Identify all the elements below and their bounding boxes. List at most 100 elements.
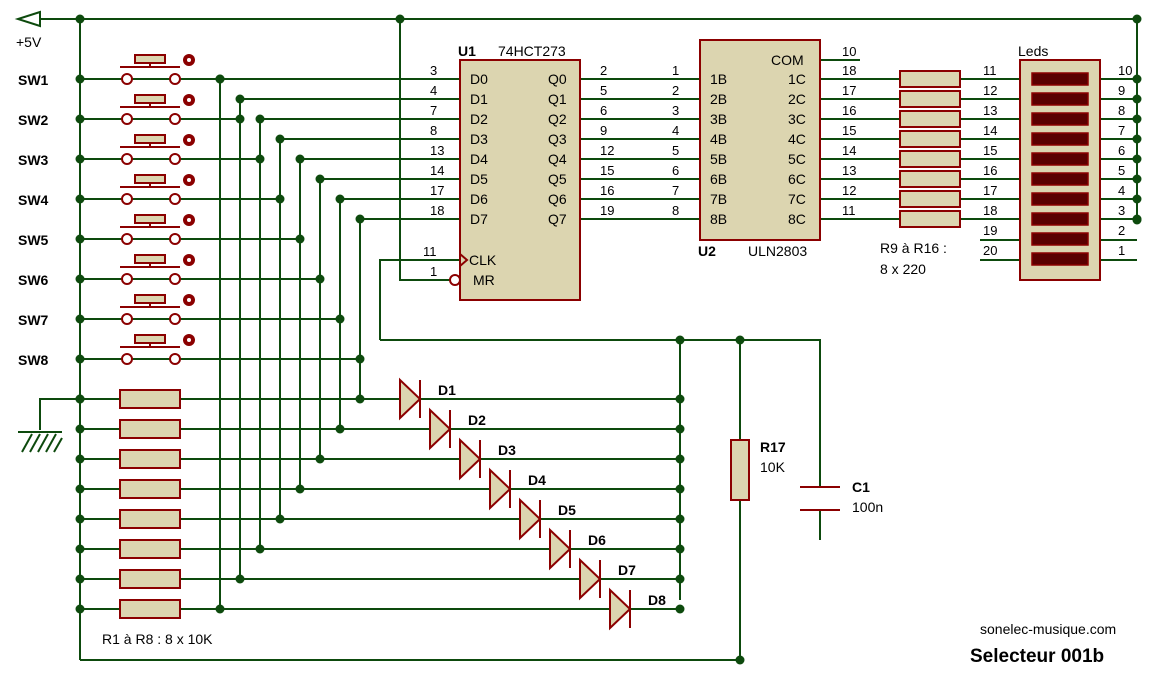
switch-button <box>134 294 166 304</box>
resistor-r1-r8 <box>119 599 181 619</box>
resistor-r9-r16 <box>899 130 961 148</box>
junction-dot <box>675 514 685 524</box>
junction-dot <box>675 394 685 404</box>
led-left-pin: 17 <box>983 183 997 198</box>
led-segment <box>1031 112 1089 126</box>
rnet1-label: R1 à R8 : 8 x 10K <box>102 631 213 647</box>
u1-q-pin: 6 <box>600 103 607 118</box>
junction-dot <box>735 655 745 665</box>
switch-label-5: SW5 <box>18 232 49 248</box>
junction-dot <box>1132 134 1142 144</box>
led-right-pin: 6 <box>1118 143 1125 158</box>
resistor-r1-r8 <box>119 449 181 469</box>
capacitor-c1 <box>800 486 840 511</box>
diode-body <box>549 527 572 571</box>
u1-clk-pin: 11 <box>423 244 437 259</box>
junction-dot <box>675 484 685 494</box>
u1-d-label: D7 <box>470 211 488 227</box>
led-left-pin: 18 <box>983 203 997 218</box>
switch-contact <box>121 153 133 165</box>
ground-symbol <box>18 431 63 453</box>
junction-dots <box>75 14 1142 665</box>
junction-dot <box>215 74 225 84</box>
u2-b-pin: 5 <box>672 143 679 158</box>
u2-part: ULN2803 <box>748 243 807 259</box>
ic-u2 <box>699 39 821 241</box>
diode-label-1: D1 <box>438 382 456 398</box>
led-left-pin: 20 <box>983 243 997 258</box>
junction-dot <box>675 574 685 584</box>
switch-contact <box>169 353 181 365</box>
junction-dot <box>75 454 85 464</box>
resistor-r1-r8 <box>119 509 181 529</box>
switch-lever <box>120 343 180 348</box>
u2-c-label: 3C <box>788 111 806 127</box>
switch-label-6: SW6 <box>18 272 49 288</box>
led-right-pin: 1 <box>1118 243 1125 258</box>
junction-dot <box>1132 14 1142 24</box>
u2-b-label: 5B <box>710 151 727 167</box>
resistor-r9-r16 <box>899 110 961 128</box>
u2-com-pin: 10 <box>842 44 856 59</box>
diode-body <box>579 557 602 601</box>
u1-d-label: D0 <box>470 71 488 87</box>
led-right-pin: 10 <box>1118 63 1132 78</box>
junction-dot <box>675 335 685 345</box>
resistor-r1-r8 <box>119 479 181 499</box>
u2-c-pin: 12 <box>842 183 856 198</box>
u1-part: 74HCT273 <box>498 43 566 59</box>
led-segment <box>1031 232 1089 246</box>
switch-button <box>134 54 166 64</box>
diode-label-2: D2 <box>468 412 486 428</box>
rnet2-label-1: R9 à R16 : <box>880 240 947 256</box>
power-label: +5V <box>16 34 42 50</box>
u1-d-pin: 8 <box>430 123 437 138</box>
diode-body <box>609 587 632 631</box>
u2-b-label: 7B <box>710 191 727 207</box>
u1-q-label: Q2 <box>548 111 567 127</box>
junction-dot <box>75 114 85 124</box>
u2-b-label: 6B <box>710 171 727 187</box>
led-left-pin: 14 <box>983 123 997 138</box>
u2-b-pin: 4 <box>672 123 679 138</box>
junction-dot <box>75 484 85 494</box>
switch-lever <box>120 303 180 308</box>
diode-label-6: D6 <box>588 532 606 548</box>
switch-button <box>134 94 166 104</box>
u2-b-label: 3B <box>710 111 727 127</box>
u2-b-label: 1B <box>710 71 727 87</box>
u1-d-label: D4 <box>470 151 488 167</box>
u2-c-pin: 17 <box>842 83 856 98</box>
junction-dot <box>395 14 405 24</box>
u2-c-label: 1C <box>788 71 806 87</box>
led-segment <box>1031 72 1089 86</box>
junction-dot <box>75 354 85 364</box>
switch-button <box>134 334 166 344</box>
switch-button <box>134 134 166 144</box>
junction-dot <box>355 214 365 224</box>
u1-mr-pin: 1 <box>430 264 437 279</box>
junction-dot <box>355 354 365 364</box>
resistor-r9-r16 <box>899 150 961 168</box>
resistor-r1-r8 <box>119 389 181 409</box>
junction-dot <box>75 394 85 404</box>
switch-contact <box>121 113 133 125</box>
switch-label-1: SW1 <box>18 72 49 88</box>
u1-d-pin: 18 <box>430 203 444 218</box>
junction-dot <box>235 114 245 124</box>
u1-d-pin: 4 <box>430 83 437 98</box>
u2-b-label: 2B <box>710 91 727 107</box>
footer-title: Selecteur 001b <box>970 646 1104 667</box>
diode-label-8: D8 <box>648 592 666 608</box>
rnet2-label-2: 8 x 220 <box>880 261 926 277</box>
junction-dot <box>75 544 85 554</box>
switch-contact <box>169 313 181 325</box>
c1-ref: C1 <box>852 479 870 495</box>
led-left-pin: 16 <box>983 163 997 178</box>
junction-dot <box>75 154 85 164</box>
u2-b-pin: 7 <box>672 183 679 198</box>
switch-contact <box>121 73 133 85</box>
u1-d-pin: 13 <box>430 143 444 158</box>
junction-dot <box>75 574 85 584</box>
